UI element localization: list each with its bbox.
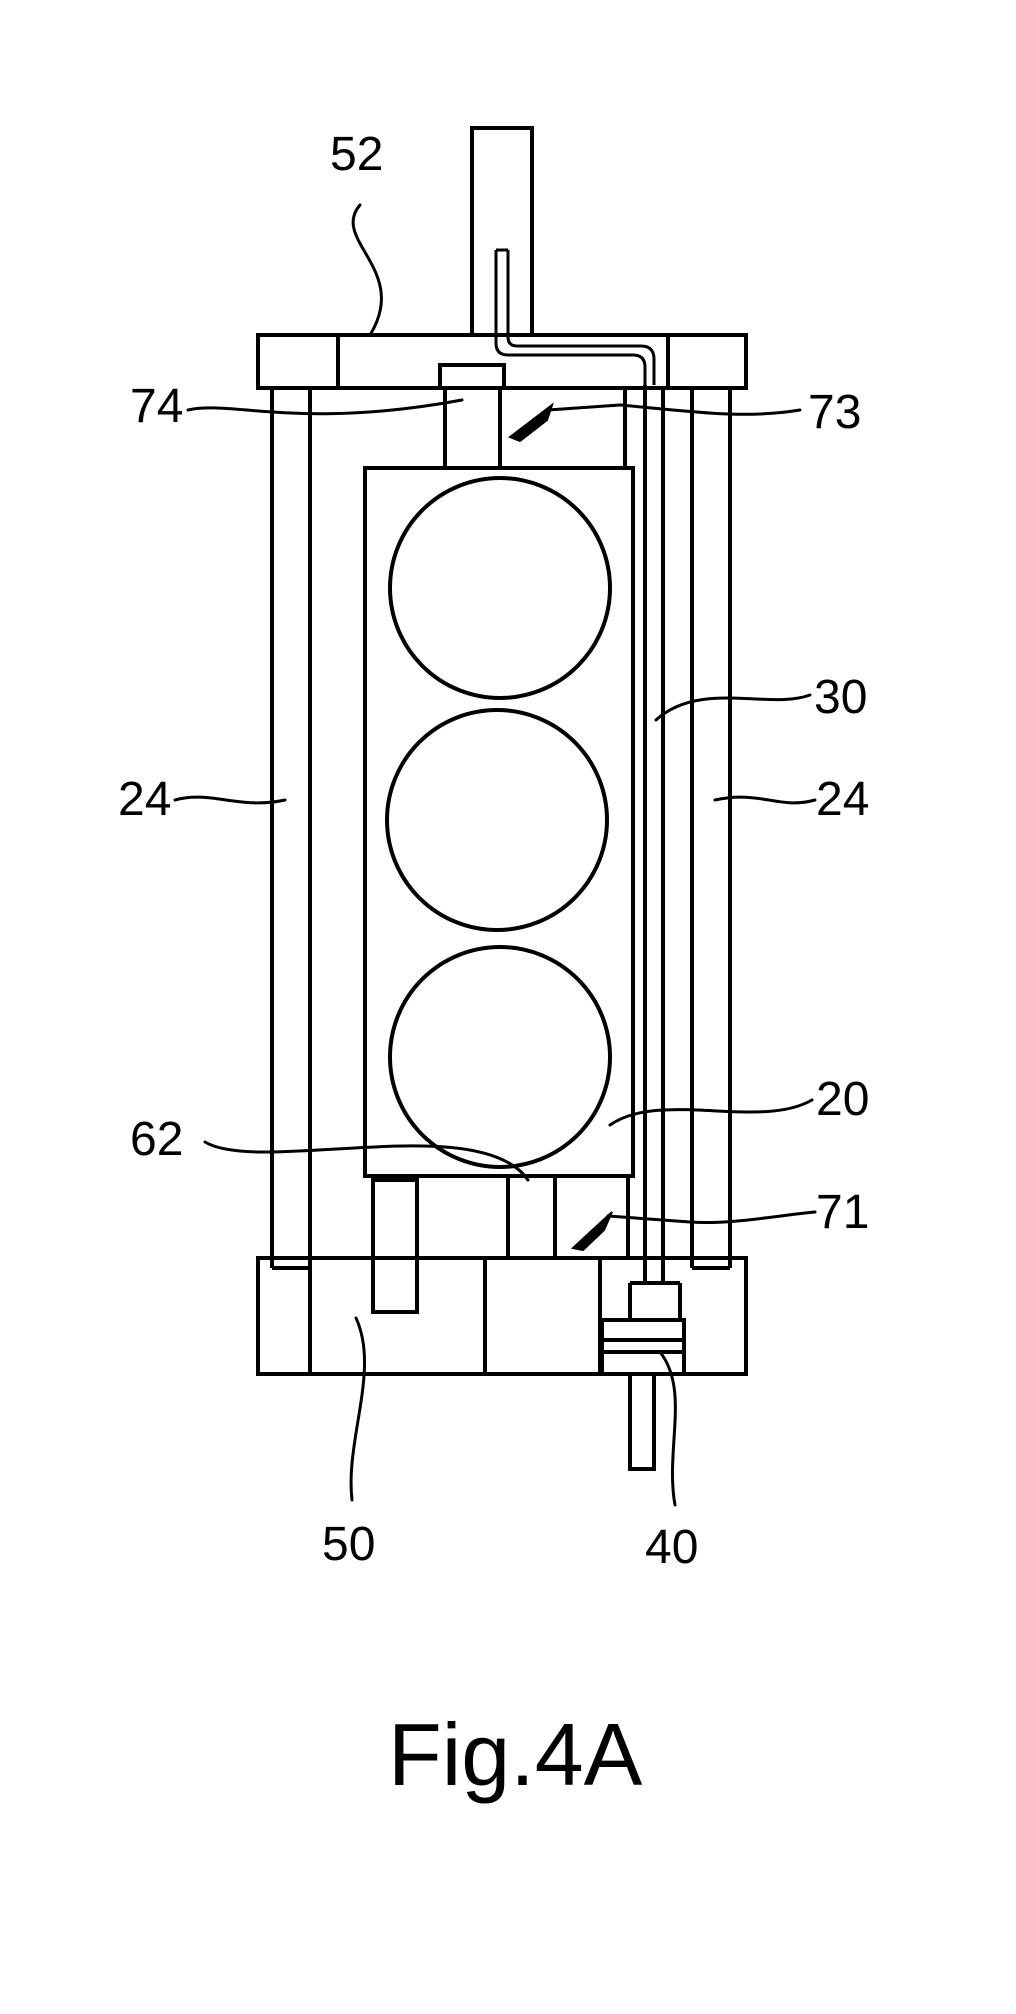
tie-rod-left-24 xyxy=(270,388,312,1270)
leader-73 xyxy=(618,403,802,416)
top-stem xyxy=(470,126,534,335)
leader-74 xyxy=(186,398,464,416)
label-71: 71 xyxy=(816,1186,869,1239)
chamber-circle-bottom xyxy=(388,945,612,1169)
leader-52 xyxy=(351,203,383,337)
tie-rod-right-24 xyxy=(690,388,732,1270)
leader-50 xyxy=(349,1316,366,1502)
leader-40 xyxy=(658,1350,677,1507)
label-24-right: 24 xyxy=(816,773,869,826)
chamber-circle-top xyxy=(388,476,612,700)
label-20: 20 xyxy=(816,1073,869,1126)
leader-20 xyxy=(608,1098,814,1127)
rod-30 xyxy=(630,385,680,1285)
arrow-73 xyxy=(507,402,554,443)
label-52: 52 xyxy=(330,128,383,181)
leader-24-right xyxy=(713,795,817,805)
leader-62 xyxy=(203,1140,530,1182)
figure-caption: Fig.4A xyxy=(388,1705,643,1804)
label-62: 62 xyxy=(130,1113,183,1166)
leader-71 xyxy=(688,1210,817,1225)
chamber-circle-middle xyxy=(385,708,609,932)
base-plate-50 xyxy=(256,1256,748,1376)
valve-40 xyxy=(600,1283,686,1471)
label-73: 73 xyxy=(808,386,861,439)
block-20 xyxy=(363,466,635,1178)
cap-74 xyxy=(438,363,627,470)
label-74: 74 xyxy=(130,380,183,433)
leader-30 xyxy=(654,693,812,722)
label-24-left: 24 xyxy=(118,773,171,826)
label-40: 40 xyxy=(645,1521,698,1574)
arrow-71 xyxy=(570,1211,613,1252)
routed-pipe xyxy=(494,248,656,385)
label-50: 50 xyxy=(322,1518,375,1571)
leader-24-left xyxy=(173,795,287,805)
label-30: 30 xyxy=(814,671,867,724)
